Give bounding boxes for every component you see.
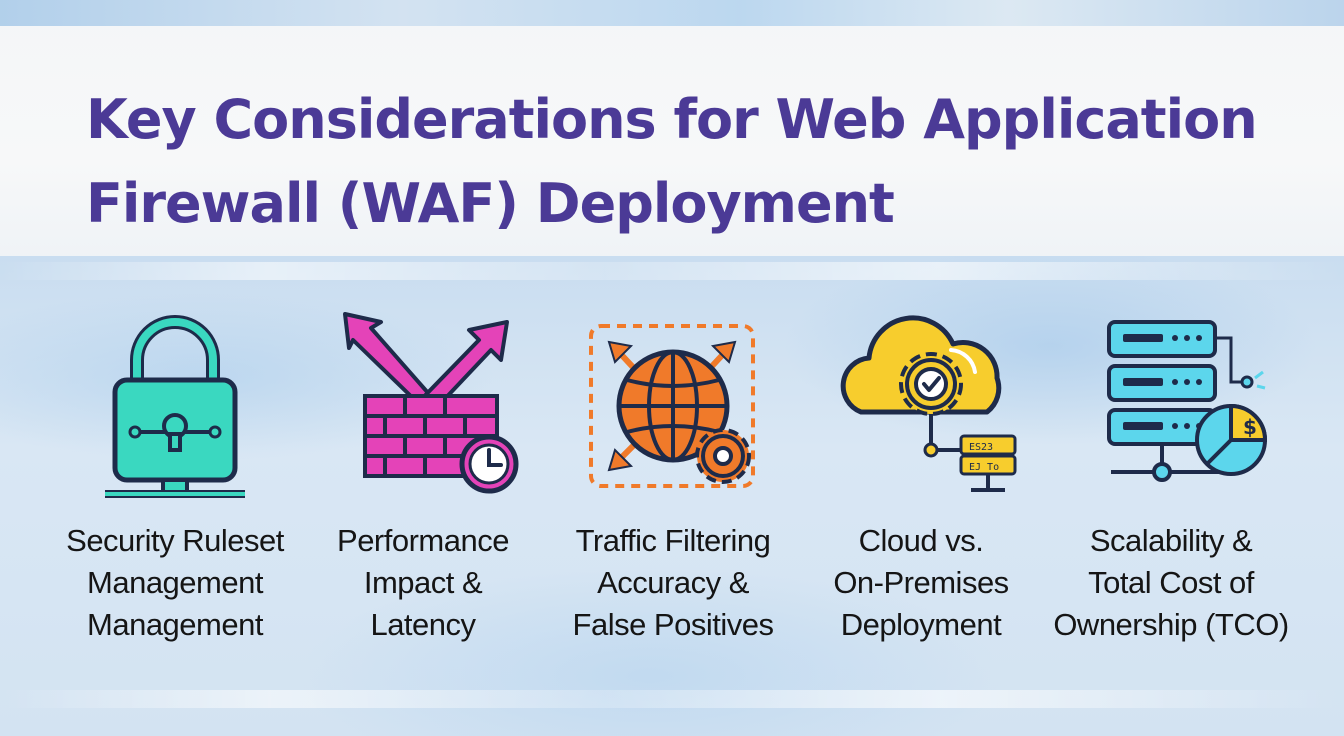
- title-line-1: Key Considerations for Web Application: [86, 88, 1258, 151]
- label-line: Management: [87, 565, 263, 600]
- background-top-band: [0, 0, 1344, 270]
- consideration-label: Performance Impact & Latency: [303, 520, 543, 646]
- server-rack-cost-chart-icon: $: [1107, 320, 1268, 482]
- label-line: Scalability &: [1089, 523, 1253, 558]
- server-label: ES23: [969, 442, 993, 453]
- consideration-performance-impact: Performance Impact & Latency: [303, 300, 543, 646]
- consideration-traffic-filtering: Traffic Filtering Accuracy & False Posit…: [553, 300, 793, 646]
- consideration-security-ruleset: Security Ruleset Management Management: [55, 300, 295, 646]
- consideration-label: Scalability & Total Cost of Ownership (T…: [1051, 520, 1291, 646]
- label-line: Cloud vs.: [858, 523, 984, 558]
- cost-symbol: $: [1243, 415, 1257, 439]
- globe-gear-filter-icon: [589, 324, 755, 488]
- consideration-label: Security Ruleset Management Management: [55, 520, 295, 646]
- label-line: Management: [87, 607, 263, 642]
- consideration-label: Cloud vs. On-Premises Deployment: [801, 520, 1041, 646]
- background-texture-stroke: [0, 262, 1344, 280]
- firewall-arrows-clock-icon: [343, 312, 519, 494]
- label-line: Ownership (TCO): [1053, 607, 1289, 642]
- label-line: Total Cost of: [1088, 565, 1254, 600]
- background-texture-stroke: [0, 690, 1344, 708]
- server-label: EJ To: [969, 462, 999, 473]
- label-line: Accuracy &: [597, 565, 749, 600]
- page-title: Key Considerations for Web Application F…: [86, 78, 1266, 246]
- label-line: False Positives: [572, 607, 774, 642]
- label-line: Performance: [337, 523, 509, 558]
- label-line: Latency: [370, 607, 476, 642]
- consideration-scalability-tco: $ Scalability & Total Cost of Ownership …: [1051, 300, 1291, 646]
- consideration-cloud-vs-onprem: ES23 EJ To Cloud vs. On-Premises Deploym…: [801, 300, 1041, 646]
- padlock-network-icon: [105, 315, 245, 498]
- label-line: Deployment: [840, 607, 1002, 642]
- label-line: Traffic Filtering: [575, 523, 771, 558]
- label-line: Impact &: [363, 565, 483, 600]
- label-line: Security Ruleset: [66, 523, 284, 558]
- label-line: On-Premises: [833, 565, 1009, 600]
- consideration-label: Traffic Filtering Accuracy & False Posit…: [553, 520, 793, 646]
- title-line-2: Firewall (WAF) Deployment: [86, 172, 895, 235]
- cloud-gear-server-icon: ES23 EJ To: [840, 315, 1017, 492]
